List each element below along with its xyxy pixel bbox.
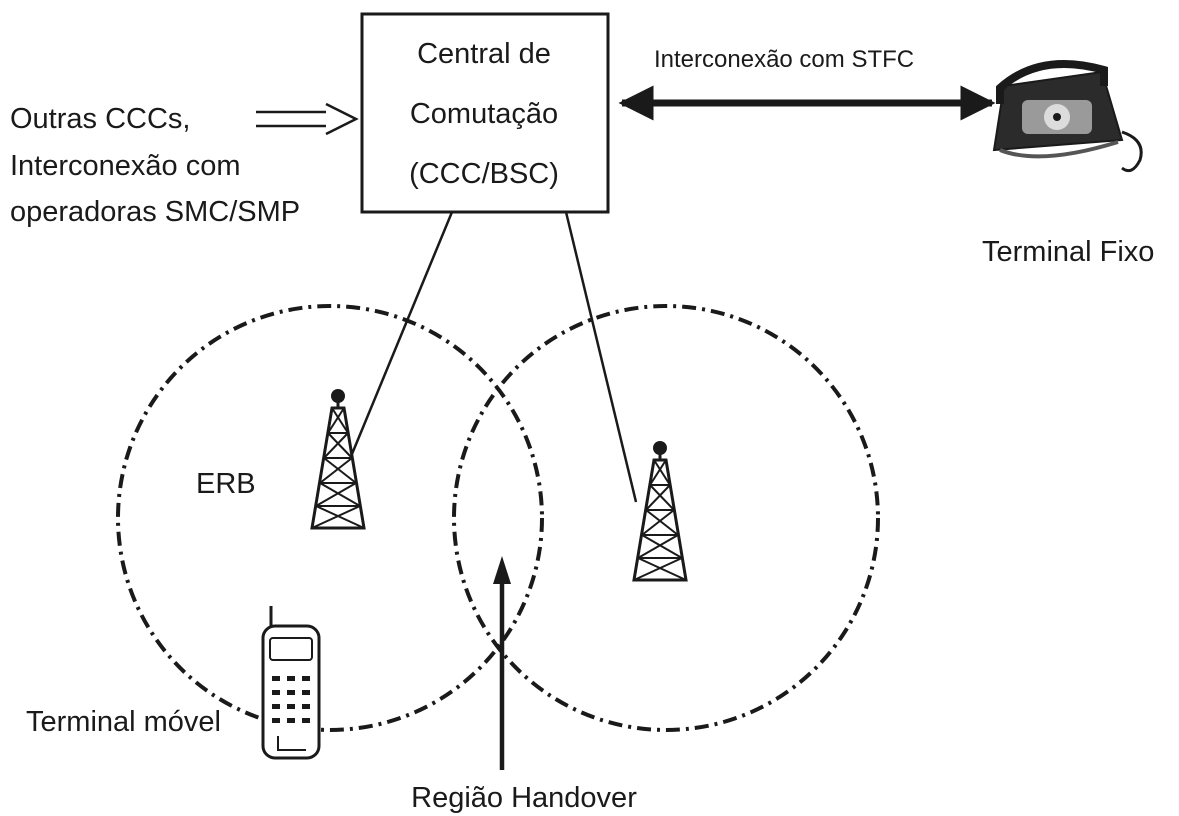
handover-arrow	[493, 556, 511, 770]
fixed-phone-icon	[992, 60, 1143, 173]
switching-center-box	[360, 12, 610, 214]
left-note-line1: Outras CCCs,	[10, 103, 191, 135]
cell-left-coverage	[116, 304, 544, 732]
mobile-terminal-label: Terminal móvel	[26, 706, 221, 738]
central-title-line2: Comutação	[409, 98, 559, 130]
fixed-terminal-label: Terminal Fixo	[982, 236, 1155, 268]
link-to-left-erb	[350, 211, 454, 455]
central-title-line1: Central de	[417, 38, 551, 70]
link-to-right-erb	[564, 211, 638, 503]
tower-right-icon	[632, 439, 688, 582]
cell-right-coverage	[452, 304, 880, 732]
left-note-line2: Interconexão com	[10, 150, 241, 182]
tower-left-icon	[310, 387, 366, 530]
input-arrow	[256, 102, 359, 136]
stfc-link-label: Interconexão com STFC	[654, 46, 915, 73]
mobile-phone-icon	[261, 606, 321, 760]
central-title-line3: (CCC/BSC)	[409, 158, 559, 190]
erb-label: ERB	[196, 468, 256, 500]
handover-label: Região Handover	[411, 782, 637, 814]
left-note-line3: operadoras SMC/SMP	[10, 196, 301, 228]
